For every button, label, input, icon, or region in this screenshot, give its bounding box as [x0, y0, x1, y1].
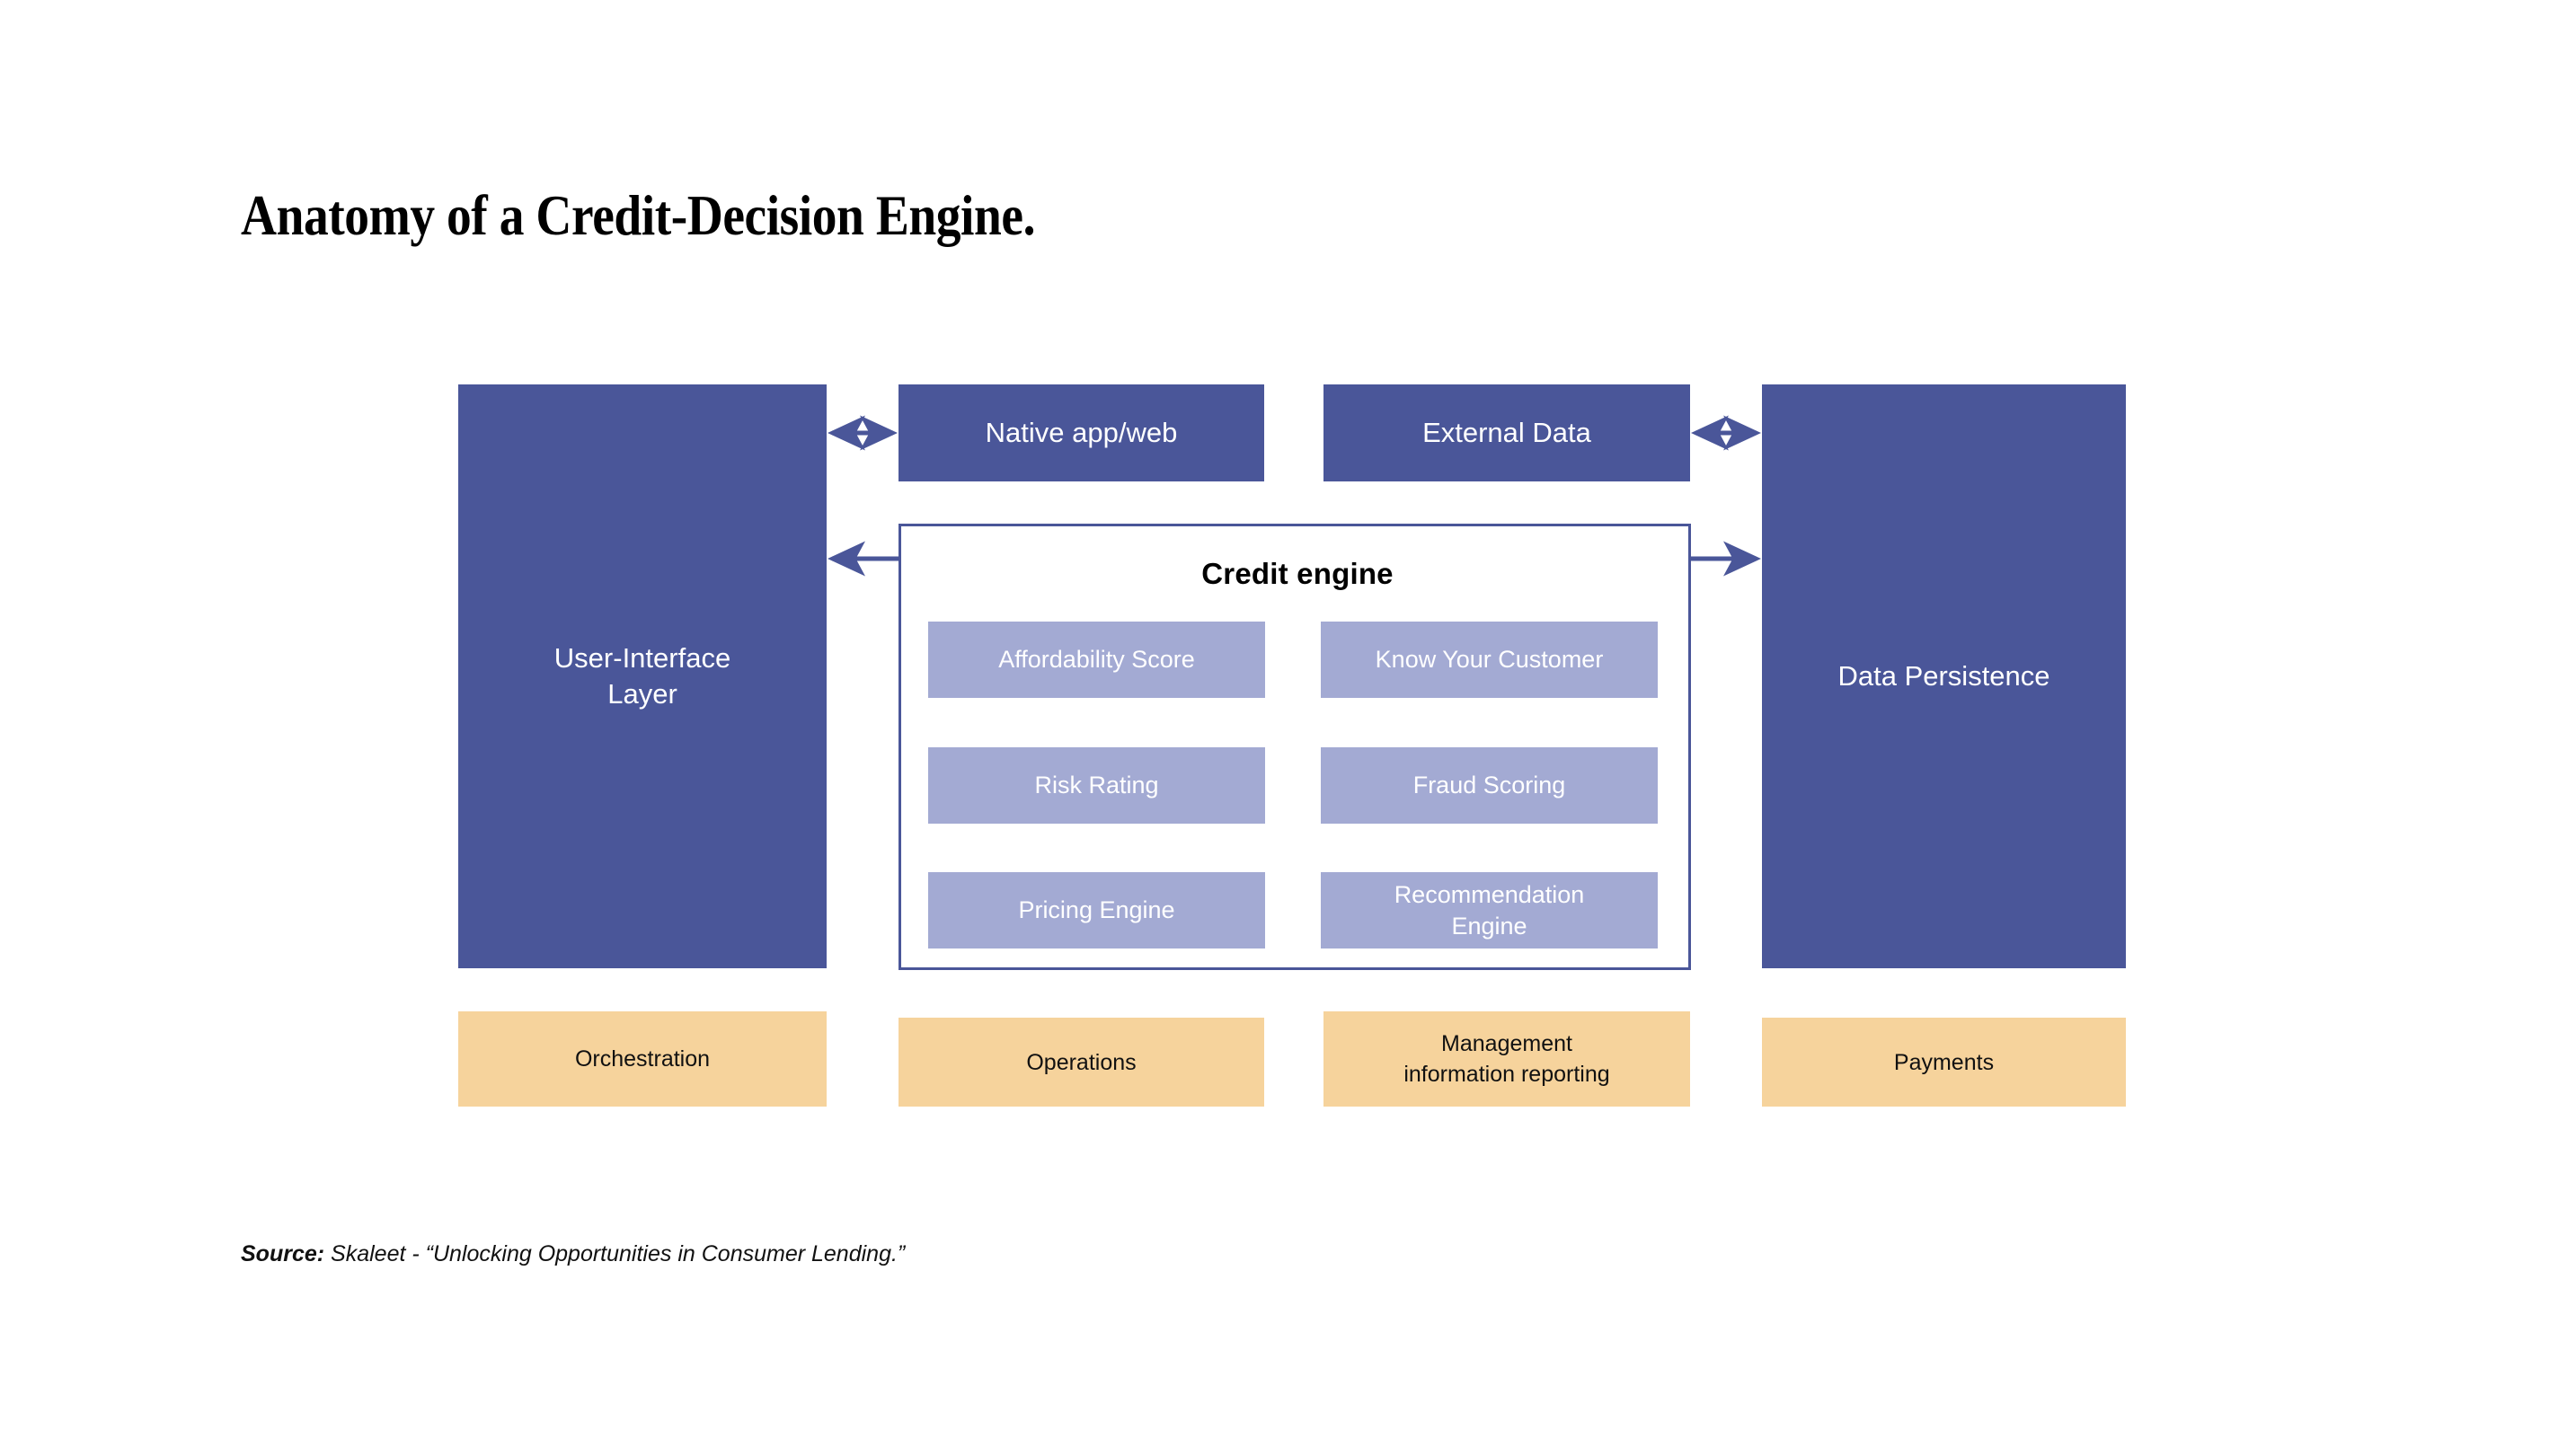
layer-box-external-data-label: External Data [1422, 417, 1591, 448]
source-citation-label: Source: [241, 1241, 325, 1266]
layer-box-native-app-web[interactable]: Native app/web [899, 384, 1264, 481]
component-fraud-scoring-label: Fraud Scoring [1412, 772, 1566, 798]
layer-box-data-persistence-label: Data Persistence [1837, 660, 2050, 692]
component-know-your-customer[interactable]: Know Your Customer [1321, 622, 1658, 698]
support-box-payments[interactable]: Payments [1762, 1018, 2126, 1107]
support-box-operations-label: Operations [1026, 1049, 1137, 1075]
layer-box-user-interface[interactable]: User-Interface Layer [458, 384, 827, 968]
component-pricing-engine-label: Pricing Engine [1018, 896, 1175, 923]
layer-box-external-data[interactable]: External Data [1323, 384, 1690, 481]
support-box-orchestration[interactable]: Orchestration [458, 1011, 827, 1107]
component-recommendation-engine-label: Recommendation Engine [1394, 880, 1585, 940]
source-citation: Source: Skaleet - “Unlocking Opportuniti… [241, 1241, 905, 1267]
component-affordability-score-label: Affordability Score [998, 646, 1195, 673]
support-box-management-information-reporting-label: Management information reporting [1403, 1031, 1610, 1087]
component-risk-rating[interactable]: Risk Rating [928, 747, 1265, 824]
source-citation-text: Skaleet - “Unlocking Opportunities in Co… [324, 1241, 906, 1266]
component-risk-rating-label: Risk Rating [1034, 772, 1159, 798]
support-box-payments-label: Payments [1893, 1049, 1995, 1075]
component-recommendation-engine[interactable]: Recommendation Engine [1321, 872, 1658, 948]
support-box-operations[interactable]: Operations [899, 1018, 1264, 1107]
credit-engine-title: Credit engine [1201, 557, 1394, 590]
layer-box-data-persistence[interactable]: Data Persistence [1762, 384, 2126, 968]
component-know-your-customer-label: Know Your Customer [1375, 646, 1604, 673]
support-box-management-information-reporting[interactable]: Management information reporting [1323, 1011, 1690, 1107]
support-box-orchestration-label: Orchestration [574, 1046, 711, 1072]
component-pricing-engine[interactable]: Pricing Engine [928, 872, 1265, 948]
layer-box-user-interface-label: User-Interface Layer [553, 642, 731, 710]
component-affordability-score[interactable]: Affordability Score [928, 622, 1265, 698]
page-title: Anatomy of a Credit-Decision Engine. [241, 184, 1036, 247]
credit-engine-panel: Credit engine Affordability Score Know Y… [899, 524, 1691, 970]
layer-box-native-app-web-label: Native app/web [985, 417, 1178, 448]
component-fraud-scoring[interactable]: Fraud Scoring [1321, 747, 1658, 824]
